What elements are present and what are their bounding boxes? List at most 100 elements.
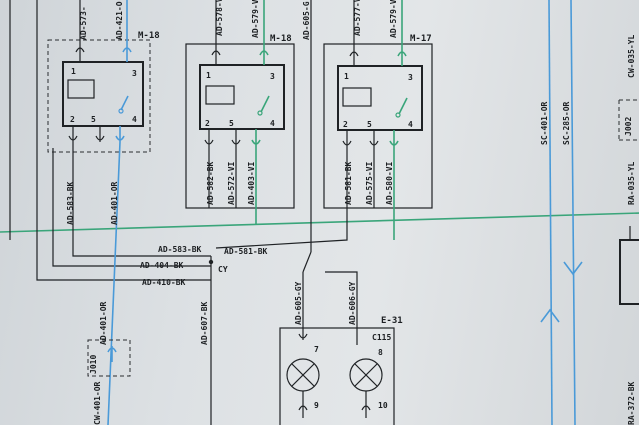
relay-left-pin-4: 4 xyxy=(132,115,137,124)
lamp-7-cross xyxy=(291,363,315,387)
relay-right-pin-2: 2 xyxy=(343,120,348,129)
relay-left-pin-5: 5 xyxy=(91,115,96,124)
label-sc-285: SC-285-OR xyxy=(562,101,571,145)
lamp-assembly-frame xyxy=(279,327,395,425)
lamp-pin-10: 10 xyxy=(378,401,388,410)
wire-401-or-blue xyxy=(107,141,121,425)
label-j010: J010 xyxy=(89,355,98,374)
relay-left-coil xyxy=(67,79,95,99)
relay-right-name: M-17 xyxy=(410,34,432,44)
label-ad-403: AD-403-VI xyxy=(247,161,256,205)
relay-middle-bottom-connector-4 xyxy=(251,129,261,146)
right-edge-component xyxy=(619,239,639,305)
connector-j010-arrow xyxy=(107,346,117,362)
label-ad-579-b: AD-579-V xyxy=(389,0,398,38)
relay-middle-name: M-18 xyxy=(270,34,292,44)
relay-middle-pin-2: 2 xyxy=(205,119,210,128)
relay-middle-pin-4: 4 xyxy=(270,119,275,128)
wire-583-bk xyxy=(72,142,211,257)
relay-middle-bottom-connector-2 xyxy=(204,129,214,146)
green-bus-wire xyxy=(0,212,639,233)
relay-left-pin-1: 1 xyxy=(71,67,76,76)
wire-410-bk xyxy=(36,0,211,281)
label-ad-410: AD-410-BK xyxy=(142,278,186,287)
label-ad-605-lower: AD-605-GY xyxy=(294,281,303,325)
label-ad-573: AD-573- xyxy=(79,6,88,40)
relay-right-body xyxy=(337,65,423,131)
relay-right-bottom-connector-2 xyxy=(342,130,352,147)
label-cw-401: CW-401-OR xyxy=(93,381,102,425)
label-e31: E-31 xyxy=(381,316,403,326)
lamp-8-cross xyxy=(354,363,378,387)
relay-right-bottom-connector-4 xyxy=(389,130,399,147)
lamp-7-lead xyxy=(298,272,308,340)
label-ad-575: AD-575-VI xyxy=(365,161,374,205)
lamp-9-lead xyxy=(298,391,308,418)
label-cw-035: CW-035-YL xyxy=(627,34,636,78)
label-ad-401-lower: AD-401-OR xyxy=(99,301,108,345)
relay-right-frame xyxy=(323,43,433,209)
label-sc-401: SC-401-OR xyxy=(540,101,549,145)
relay-left-body xyxy=(62,61,144,127)
relay-middle-top-connector-1 xyxy=(211,50,221,65)
relay-left: 1 3 2 5 4 M-18 xyxy=(47,31,160,153)
label-ad-583-horizontal: AD-583-BK xyxy=(158,245,202,254)
wire-581-bk xyxy=(215,147,348,249)
wire-605-join xyxy=(302,251,312,273)
label-ad-580: AD-580-VI xyxy=(385,161,394,205)
relay-left-bottom-connector-4 xyxy=(115,126,125,142)
label-ad-401-vertical: AD-401-OR xyxy=(110,181,119,225)
relay-right-bottom-connector-5 xyxy=(369,130,379,147)
relay-left-switch xyxy=(120,95,129,111)
relay-middle: 1 3 2 5 4 M-18 xyxy=(185,34,295,209)
relay-right-top-connector-3 xyxy=(397,50,407,66)
relay-left-contact xyxy=(118,108,124,114)
label-cy: CY xyxy=(218,265,228,274)
wire-sc-401-arrow-up xyxy=(540,308,560,323)
relay-middle-coil xyxy=(205,85,235,105)
lamp-pin-9: 9 xyxy=(314,401,319,410)
label-ad-581-horizontal: AD-581-BK xyxy=(224,247,268,256)
connector-j010-box xyxy=(87,339,131,377)
relay-middle-body xyxy=(199,64,285,130)
label-ad-578: AD-578-V xyxy=(215,0,224,36)
relay-right-coil xyxy=(342,87,372,107)
relay-right-pin-5: 5 xyxy=(367,120,372,129)
relay-left-top-connector-3 xyxy=(122,47,132,62)
wire-404-bk xyxy=(52,148,211,267)
label-ad-606: AD-606-GY xyxy=(348,281,357,325)
relay-middle-contact xyxy=(257,110,263,116)
connector-j002-box xyxy=(618,99,639,141)
lamp-10-lead xyxy=(361,391,371,418)
wire-sc-285-blue xyxy=(570,0,576,425)
relay-middle-switch xyxy=(260,95,270,113)
lamp-pin-7: 7 xyxy=(314,345,319,354)
label-ad-577: AD-577-V xyxy=(353,0,362,36)
label-ad-421: AD-421-O xyxy=(115,1,124,40)
relay-left-pin-2: 2 xyxy=(70,115,75,124)
relay-middle-top-connector-3 xyxy=(259,50,269,65)
label-j002: J002 xyxy=(624,117,633,136)
relay-left-bottom-connector-2 xyxy=(68,126,78,142)
lamp-pin-8: 8 xyxy=(378,348,383,357)
label-ad-579-a: AD-579-V xyxy=(251,0,260,38)
relay-right-top-connector-1 xyxy=(349,50,359,66)
relay-left-pin-3: 3 xyxy=(132,69,137,78)
relay-left-dashed-border xyxy=(47,39,151,153)
label-ad-581-vertical: AD-581-BK xyxy=(344,161,353,205)
wire-sc-401-blue xyxy=(548,0,553,425)
relay-left-top-connector-1 xyxy=(75,47,85,62)
relay-middle-pin-3: 3 xyxy=(270,72,275,81)
relay-right-pin-1: 1 xyxy=(344,72,349,81)
label-ra-372: RA-372-BK xyxy=(627,381,636,425)
relay-middle-frame xyxy=(185,43,295,209)
label-ad-582: AD-582-BK xyxy=(206,161,215,205)
wire-606 xyxy=(325,271,358,345)
wire-sc-285-arrow-down xyxy=(563,261,583,276)
relay-middle-pin-1: 1 xyxy=(206,71,211,80)
relay-middle-bottom-connector-5 xyxy=(231,129,241,146)
relay-left-name: M-18 xyxy=(138,31,160,41)
label-ad-583-vertical: AD-583-BK xyxy=(66,181,75,225)
